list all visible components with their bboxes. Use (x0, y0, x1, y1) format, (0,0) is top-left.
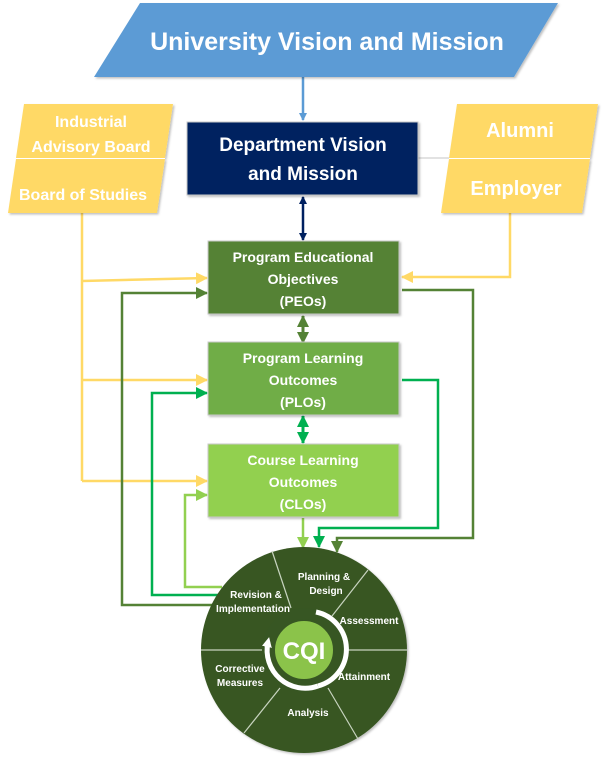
cqi-segment-label: Measures (217, 678, 264, 689)
cqi-segment-label: Analysis (287, 708, 329, 719)
cqi-segment-label: Attainment (338, 672, 391, 683)
right-stakeholder-to-peo-arrow (401, 213, 512, 283)
alumni-shape (449, 104, 598, 158)
department-vision-node[interactable]: Department Vision and Mission (186, 121, 419, 196)
university-vision-shape (94, 3, 558, 77)
cqi-to-plo-feedback-arrow (150, 387, 222, 597)
cqi-wheel[interactable]: CQI Planning & Design Assessment Attainm… (201, 547, 407, 753)
plo-node[interactable]: Program Learning Outcomes (PLOs) (207, 341, 400, 416)
left-stakeholders-node[interactable]: Industrial Advisory Board Board of Studi… (8, 104, 173, 213)
cqi-segment-label: Implementation (216, 604, 290, 615)
clo-node[interactable]: Course Learning Outcomes (CLOs) (207, 443, 400, 518)
cqi-divider (327, 687, 359, 740)
cqi-segment-label: Planning & (298, 572, 350, 583)
industrial-advisory-board-line2: Advisory Board (31, 139, 150, 156)
board-of-studies-shape (8, 159, 165, 213)
right-stakeholders-node[interactable]: Alumni Employer (441, 104, 598, 213)
cqi-to-peo-feedback-arrow (120, 287, 222, 607)
cqi-divider (243, 687, 281, 734)
board-of-studies-label: Board of Studies (19, 187, 147, 204)
cqi-cycle-arrow-right (315, 609, 349, 689)
plo-shape (207, 341, 400, 416)
peo-shape (207, 240, 400, 315)
department-vision-shape (186, 121, 419, 196)
plo-label-line3: (PLOs) (280, 394, 326, 410)
clo-label-line2: Outcomes (269, 474, 338, 490)
cqi-segment-attainment[interactable]: Attainment (338, 672, 391, 683)
clo-shape (207, 443, 400, 518)
cqi-divider (271, 550, 292, 609)
industrial-advisory-board-line1: Industrial (55, 114, 127, 131)
peo-label-line2: Objectives (268, 271, 339, 287)
cqi-segment-corrective-measures[interactable]: Corrective Measures (215, 664, 265, 689)
cqi-segment-revision-implementation[interactable]: Revision & Implementation (216, 590, 290, 615)
peo-label-line3: (PEOs) (280, 293, 327, 309)
plo-to-cqi-arrow (313, 378, 440, 548)
cqi-center[interactable] (273, 619, 335, 681)
university-vision-node[interactable]: University Vision and Mission (94, 3, 558, 77)
employer-shape (441, 159, 590, 213)
cqi-to-clo-feedback-arrow (183, 489, 222, 589)
peo-label-line1: Program Educational (233, 249, 374, 265)
left-stakeholder-to-peo-arrow (81, 272, 208, 285)
cqi-segment-label: Design (309, 586, 342, 597)
cqi-cycle-arrow-left (262, 637, 319, 691)
alumni-label: Alumni (486, 120, 554, 142)
cqi-divider (331, 569, 369, 617)
cqi-segment-label: Corrective (215, 664, 265, 675)
cqi-segment-label: Assessment (340, 616, 400, 627)
cqi-segment-label: Revision & (230, 590, 282, 601)
peo-to-cqi-arrow (331, 288, 475, 553)
clo-label-line3: (CLOs) (280, 496, 327, 512)
department-vision-label-line1: Department Vision (219, 135, 387, 156)
peo-node[interactable]: Program Educational Objectives (PEOs) (207, 240, 400, 315)
cqi-segment-analysis[interactable]: Analysis (287, 708, 329, 719)
industrial-advisory-board-shape (16, 104, 173, 158)
employer-label: Employer (470, 178, 561, 200)
plo-label-line2: Outcomes (269, 372, 338, 388)
clo-label-line1: Course Learning (247, 452, 358, 468)
university-vision-label: University Vision and Mission (150, 28, 504, 56)
cqi-segment-assessment[interactable]: Assessment (340, 616, 400, 627)
cqi-center-label: CQI (283, 638, 326, 665)
plo-label-line1: Program Learning (243, 350, 364, 366)
department-vision-label-line2: and Mission (248, 164, 358, 185)
cqi-segment-planning-design[interactable]: Planning & Design (298, 572, 350, 597)
connectors (80, 77, 512, 607)
